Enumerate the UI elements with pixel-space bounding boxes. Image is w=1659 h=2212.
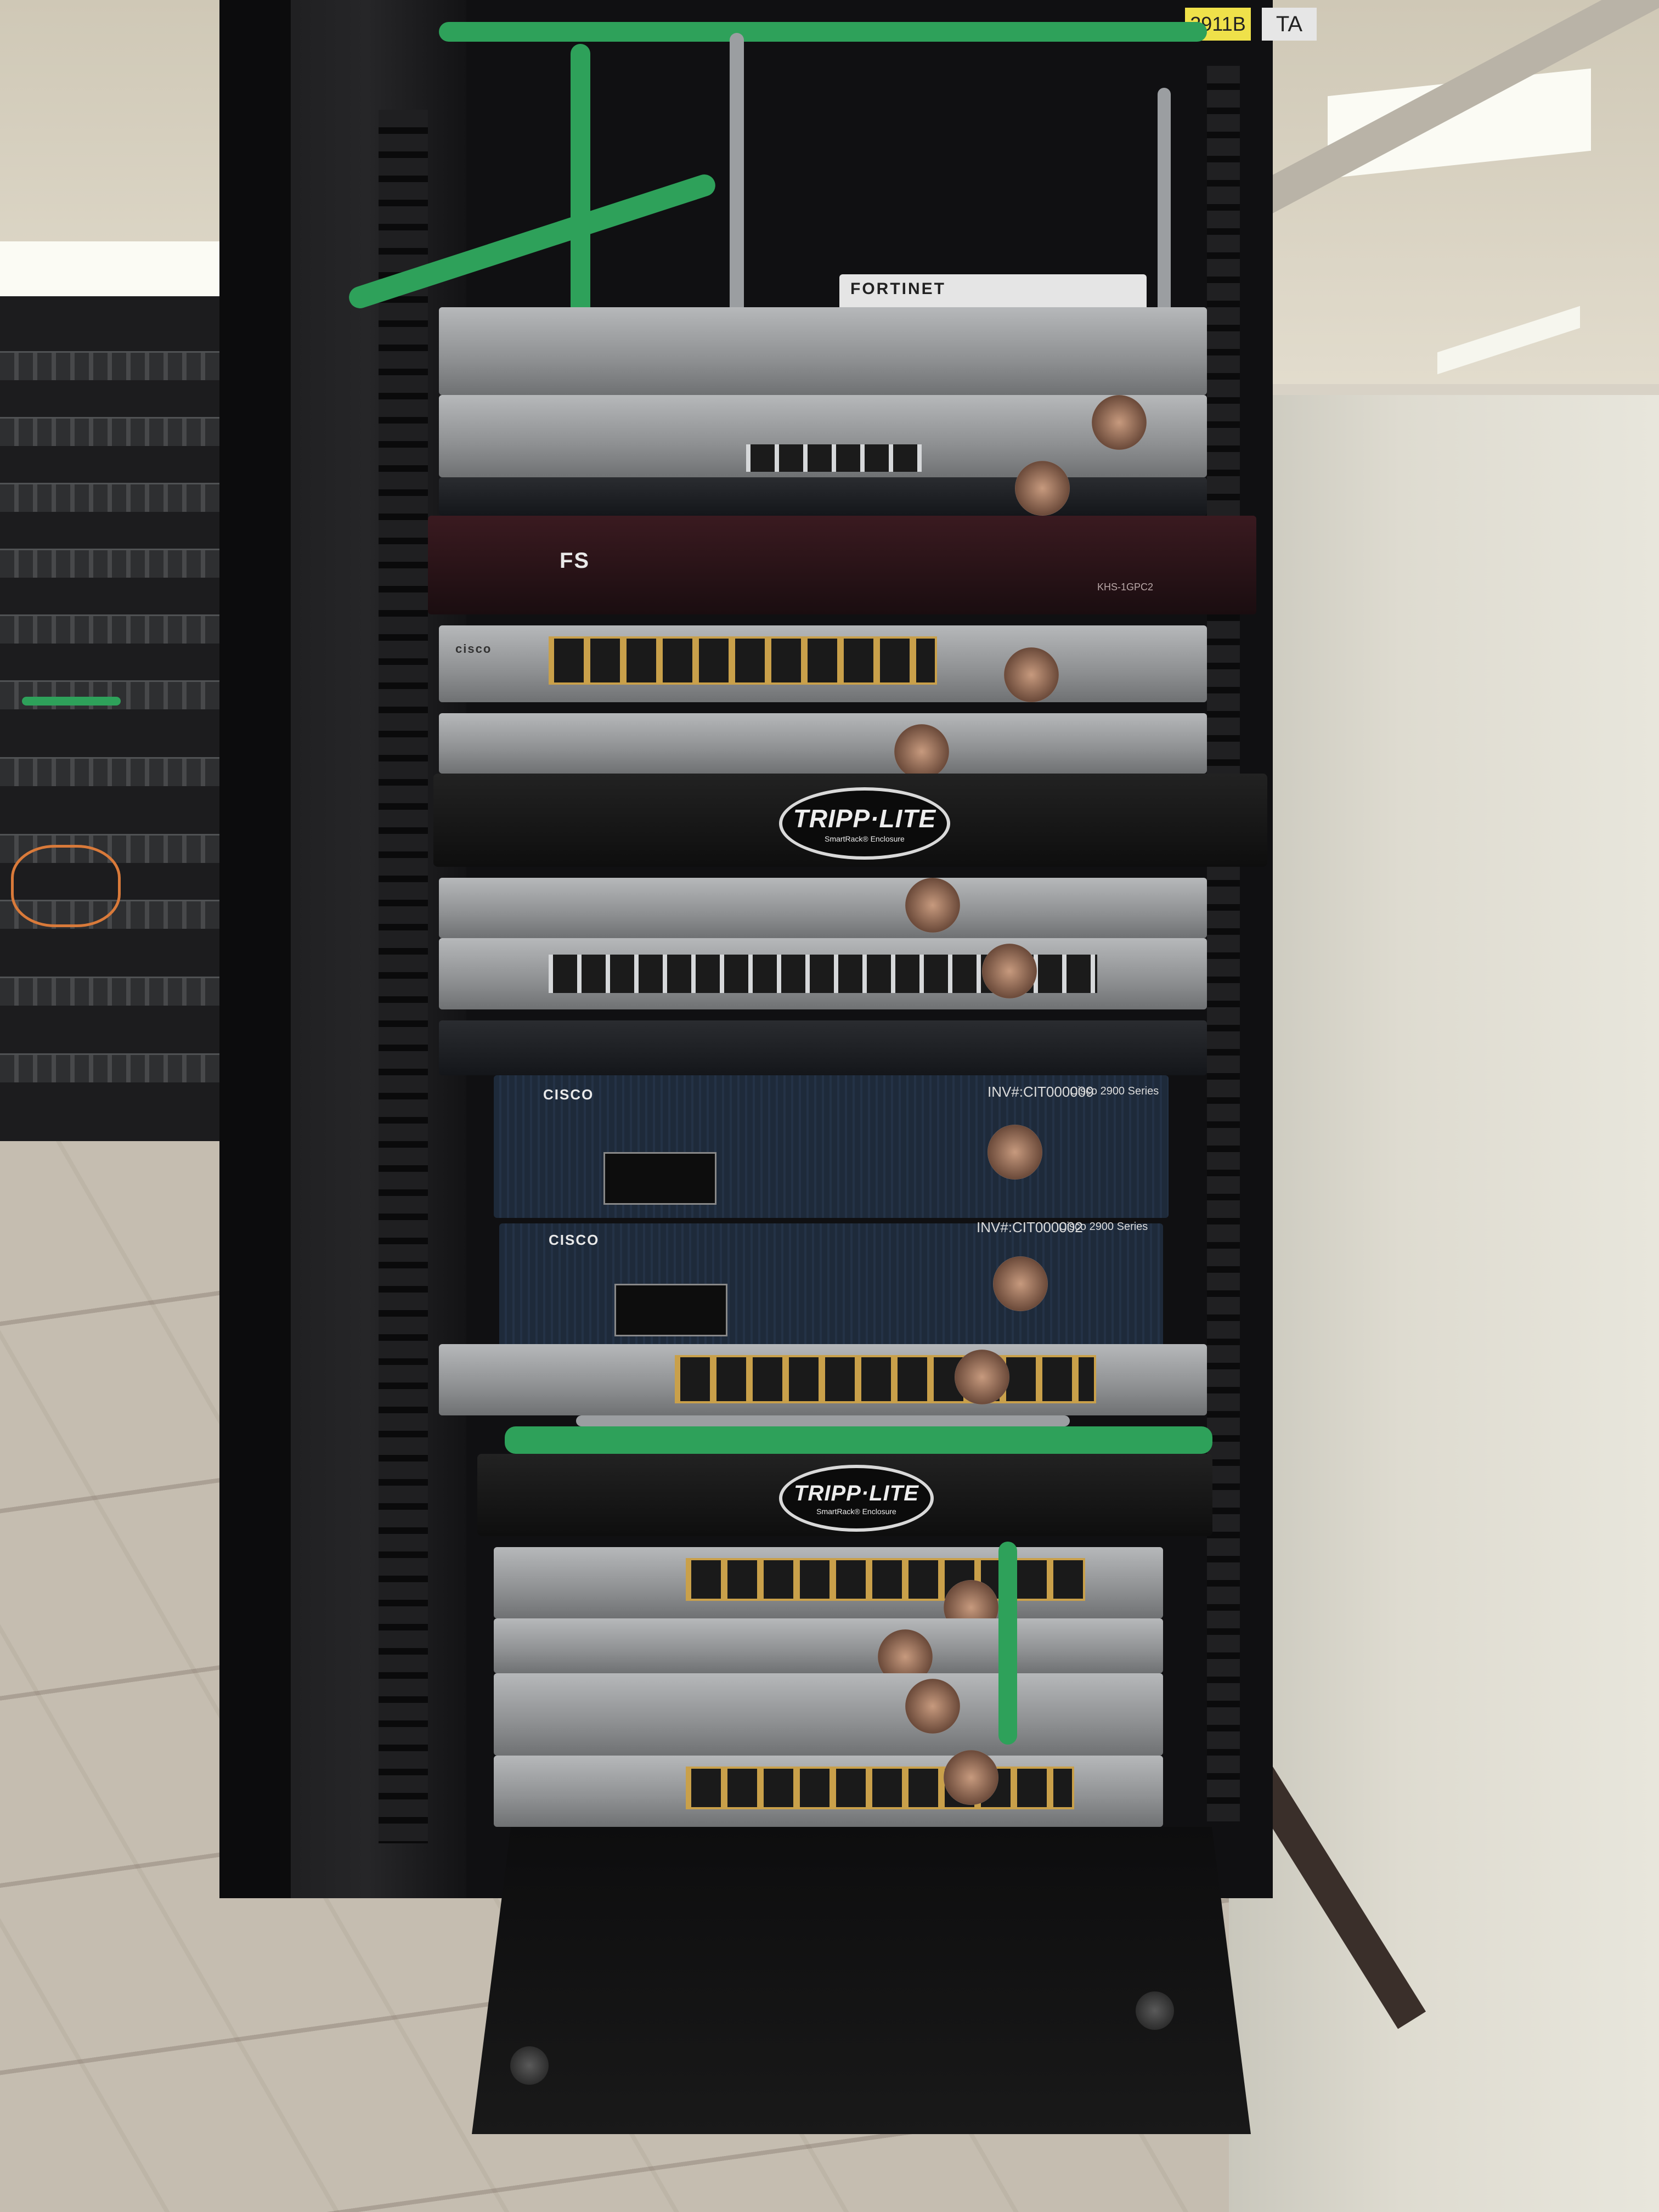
fs-logo: FS [560,549,590,573]
fs-panel [428,516,1256,614]
router-top [439,1020,1207,1075]
rack-rail-right [1207,66,1240,1821]
rack-rail-left [379,110,428,1843]
ethernet-ports [746,444,922,472]
inventory-label: INV#:CIT000002 [977,1219,1083,1235]
series-label: Cisco 2900 Series [1070,1085,1159,1097]
tripp-lite-subtitle: SmartRack® Enclosure [816,1506,896,1516]
floor-bolt [510,2046,549,2085]
cisco-logo: CISCO [549,1232,600,1248]
face-sticker [905,1679,960,1734]
router [494,1673,1163,1756]
green-cable [998,1542,1017,1745]
server-vent [439,477,1207,516]
face-sticker [1015,461,1070,516]
grey-cable [576,1415,1070,1426]
router [439,713,1207,774]
power-socket [603,1152,716,1205]
green-cable [439,22,1207,42]
cisco-logo: cisco [455,642,492,656]
face-sticker [988,1125,1042,1180]
green-cable [22,697,121,706]
tripp-lite-subtitle: SmartRack® Enclosure [825,834,905,843]
face-sticker [982,944,1037,998]
rack-base [472,1827,1251,2134]
face-sticker [993,1256,1048,1311]
tripp-lite-logo: TRIPP·LITE [793,804,936,833]
series-label: Cisco 2900 Series [1059,1221,1148,1233]
router [494,1618,1163,1673]
inventory-label: INV#:CIT000009 [988,1084,1094,1100]
green-cable-bundle [505,1426,1212,1454]
fortinet-logo: FORTINET [850,280,946,298]
fs-model: KHS-1GPC2 [1097,582,1154,592]
orange-cable [11,845,121,927]
router [439,878,1207,938]
face-sticker [1092,395,1147,450]
asset-tag: TA [1262,8,1317,41]
tripp-lite-badge: TRIPP·LITE SmartRack® Enclosure [779,1465,934,1532]
router [439,307,1207,395]
tripp-lite-badge: TRIPP·LITE SmartRack® Enclosure [779,787,950,860]
tripp-lite-logo: TRIPP·LITE [794,1481,919,1505]
face-sticker [894,724,949,779]
cisco-2900-router [499,1223,1163,1350]
ethernet-ports [686,1558,1085,1601]
rack-side-edge [219,0,291,1898]
sfp-ports [549,636,937,685]
right-wall [1229,395,1659,2212]
power-socket [614,1284,727,1336]
face-sticker [905,878,960,933]
face-sticker [944,1750,998,1805]
ethernet-ports [686,1767,1074,1809]
face-sticker [955,1350,1009,1404]
floor-bolt [1136,1991,1174,2030]
ethernet-ports [675,1355,1096,1403]
face-sticker [1004,647,1059,702]
cisco-logo: CISCO [543,1086,594,1103]
